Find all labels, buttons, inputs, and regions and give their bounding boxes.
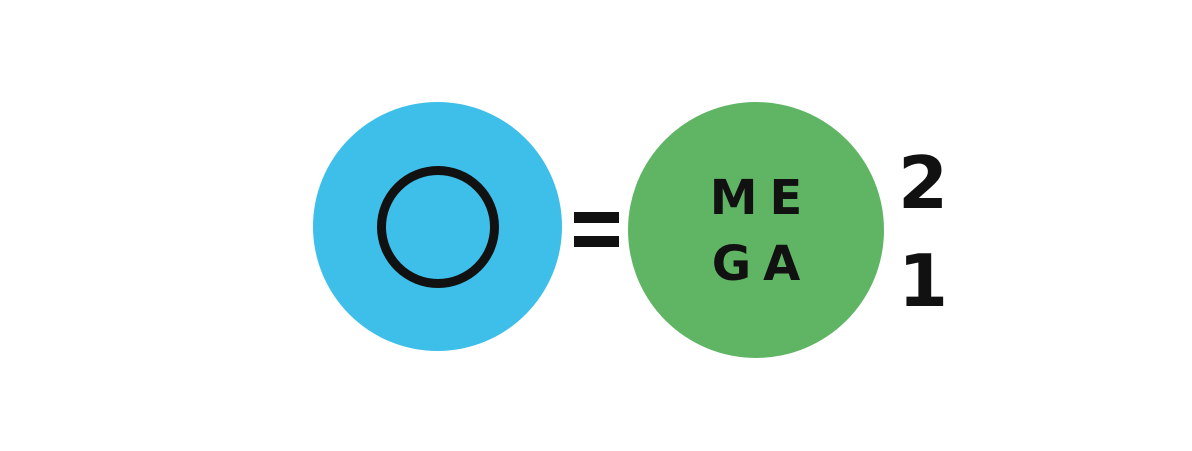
- ring-icon: [377, 166, 499, 288]
- equals-icon-top-bar: [574, 212, 619, 223]
- green-circle: [628, 102, 884, 358]
- mega-text-line-2: GA: [711, 236, 813, 292]
- digit-top: 2: [897, 141, 949, 225]
- mega-text-line-1: ME: [709, 170, 815, 226]
- digit-bottom: 1: [897, 239, 949, 323]
- equals-icon-bottom-bar: [574, 236, 619, 247]
